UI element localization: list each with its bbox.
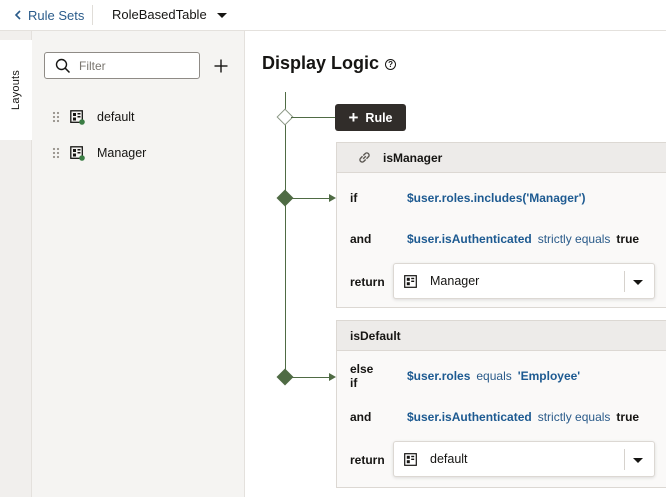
condition-keyword: if — [350, 191, 358, 205]
back-to-rule-sets-link[interactable]: Rule Sets — [14, 8, 84, 23]
layout-item-manager[interactable]: Manager — [52, 143, 146, 163]
rule-name: isDefault — [350, 328, 401, 343]
arrow-right-icon — [329, 373, 336, 381]
tab-layouts[interactable]: Layouts — [0, 40, 32, 140]
plus-icon — [214, 59, 228, 73]
return-keyword: return — [350, 453, 385, 467]
help-icon[interactable]: ? — [385, 58, 397, 70]
rule-card-header: isDefault — [337, 321, 666, 351]
condition-expression[interactable]: $user.isAuthenticated strictly equals tr… — [407, 232, 639, 246]
select-divider — [624, 449, 625, 470]
layout-grid-icon — [404, 452, 417, 466]
expression-text: $user.roles.includes('Manager') — [407, 191, 586, 205]
drag-handle-icon[interactable] — [52, 111, 60, 123]
layout-grid-icon — [70, 109, 85, 125]
condition-keyword: else if — [350, 362, 374, 390]
add-rule-button[interactable]: + Rule — [335, 104, 406, 131]
condition-expression[interactable]: $user.isAuthenticated strictly equals tr… — [407, 410, 639, 424]
condition-variable: $user.isAuthenticated — [407, 410, 532, 424]
plus-icon: + — [348, 107, 359, 127]
layout-item-label: default — [97, 110, 135, 124]
chevron-down-icon[interactable] — [633, 280, 643, 285]
condition-variable: $user.isAuthenticated — [407, 232, 532, 246]
return-layout-select[interactable]: Manager — [393, 263, 655, 299]
layout-item-label: Manager — [97, 146, 147, 160]
condition-operator: strictly equals — [537, 232, 611, 246]
filter-input[interactable] — [79, 58, 189, 73]
tab-layouts-label: Layouts — [9, 70, 22, 110]
return-layout-value: default — [430, 452, 468, 466]
display-logic-editor: Display Logic ? + Rule isManager if $use… — [246, 31, 666, 497]
flow-connector — [291, 377, 329, 378]
rule-card-is-default[interactable]: isDefault else if $user.roles equals 'Em… — [336, 320, 666, 488]
flow-vertical-line — [285, 92, 286, 378]
condition-operator: equals — [476, 369, 512, 383]
condition-expression[interactable]: $user.roles equals 'Employee' — [407, 369, 580, 383]
condition-value: 'Employee' — [517, 369, 581, 383]
add-rule-label: Rule — [365, 110, 393, 125]
flow-connector — [291, 198, 329, 199]
topbar-divider — [92, 5, 93, 25]
page-title: Display Logic ? — [262, 53, 397, 74]
page-title-text: Display Logic — [262, 53, 380, 73]
chevron-down-icon — [216, 12, 227, 18]
table-name: RoleBasedTable — [112, 7, 207, 22]
return-layout-value: Manager — [430, 274, 480, 288]
condition-value: true — [616, 410, 640, 424]
layouts-panel: default Manager — [32, 31, 245, 497]
layout-grid-icon — [404, 274, 417, 288]
condition-variable: $user.roles — [407, 369, 471, 383]
rule-card-header: isManager — [337, 143, 666, 173]
back-link-label: Rule Sets — [28, 8, 85, 23]
select-divider — [624, 271, 625, 292]
flow-connector — [291, 117, 335, 118]
arrow-right-icon — [329, 194, 336, 202]
return-keyword: return — [350, 275, 385, 289]
vertical-tab-strip: Layouts — [0, 31, 32, 497]
condition-operator: strictly equals — [537, 410, 611, 424]
layout-grid-icon — [70, 145, 85, 161]
condition-keyword: and — [350, 410, 372, 424]
return-layout-select[interactable]: default — [393, 441, 655, 477]
link-icon — [359, 152, 370, 163]
condition-keyword: and — [350, 232, 372, 246]
search-icon — [55, 58, 71, 73]
drag-handle-icon[interactable] — [52, 147, 60, 159]
top-bar: Rule Sets RoleBasedTable — [0, 0, 666, 31]
filter-field[interactable] — [44, 52, 200, 79]
add-layout-button[interactable] — [210, 55, 232, 77]
chevron-left-icon — [14, 9, 22, 22]
rule-name: isManager — [383, 150, 443, 165]
rule-card-is-manager[interactable]: isManager if $user.roles.includes('Manag… — [336, 142, 666, 308]
condition-value: true — [616, 232, 640, 246]
condition-expression[interactable]: $user.roles.includes('Manager') — [407, 191, 585, 205]
chevron-down-icon[interactable] — [633, 458, 643, 463]
layout-item-default[interactable]: default — [52, 107, 135, 127]
table-selector[interactable]: RoleBasedTable — [112, 7, 227, 22]
